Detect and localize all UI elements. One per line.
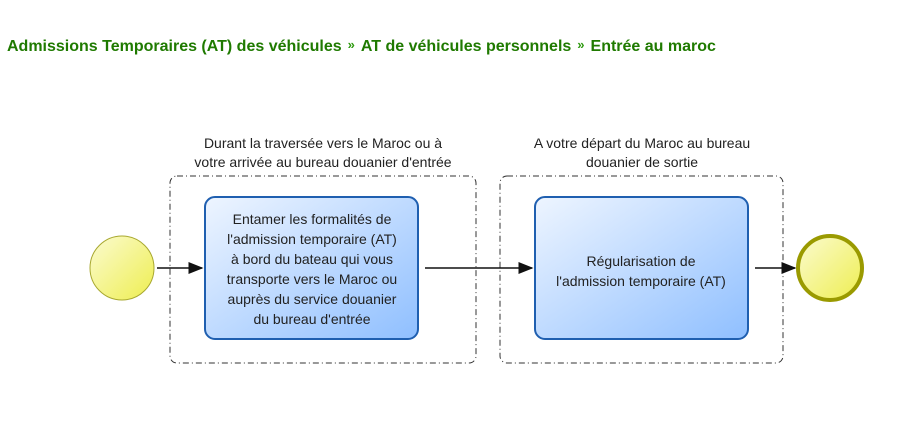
start-event-icon[interactable] xyxy=(89,235,155,301)
breadcrumb-link-admissions[interactable]: Admissions Temporaires (AT) des véhicule… xyxy=(7,38,342,55)
breadcrumb-link-vehicules-personnels[interactable]: AT de véhicules personnels xyxy=(360,38,572,55)
breadcrumb-separator-icon: » xyxy=(347,36,355,52)
task2-box[interactable] xyxy=(534,196,749,340)
breadcrumb-current: Entrée au maroc xyxy=(590,38,716,55)
end-event-icon[interactable] xyxy=(796,234,864,302)
breadcrumb-separator-icon: » xyxy=(577,36,585,52)
breadcrumb: Admissions Temporaires (AT) des véhicule… xyxy=(7,36,716,56)
task1-box[interactable] xyxy=(204,196,419,340)
group1-box xyxy=(169,175,477,364)
